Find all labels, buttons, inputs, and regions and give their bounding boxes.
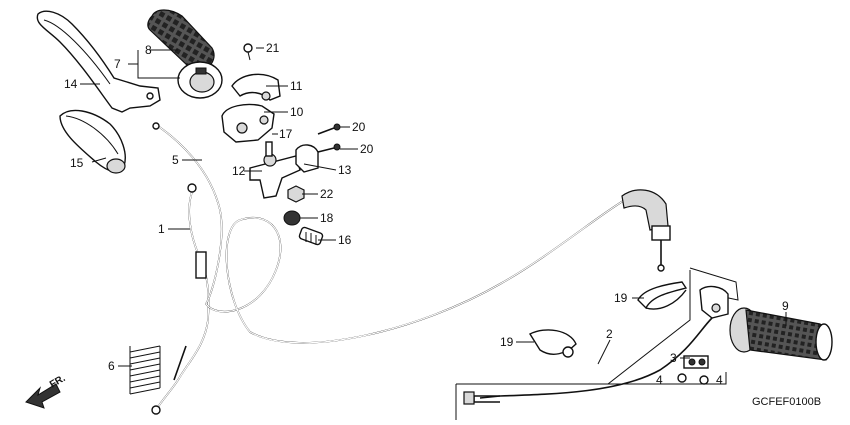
callout-18: 18: [320, 211, 334, 225]
switch-housing-upper: [231, 73, 281, 101]
callout-11: 11: [290, 79, 303, 93]
callout-8: 8: [145, 43, 152, 57]
throttle-cable: [152, 122, 629, 344]
callout-5: 5: [172, 153, 179, 167]
front-direction-arrow: FR.: [25, 373, 68, 409]
cable-band-19b: [528, 329, 577, 358]
throttle-elbow: [621, 189, 671, 272]
callout-19b: 19: [500, 335, 514, 349]
throttle-cap: [295, 144, 319, 173]
callout-17: 17: [279, 127, 293, 141]
callout-15: 15: [70, 156, 84, 170]
switch-housing-lower: [221, 103, 275, 143]
callout-9: 9: [782, 299, 789, 313]
spring: [129, 345, 161, 395]
callout-6: 6: [108, 359, 115, 373]
callouts: 8 7 14 15 5 1 6 21 11 10 20 20 17 12 13 …: [64, 41, 789, 387]
left-grip: [147, 9, 223, 99]
callout-3: 3: [670, 351, 677, 365]
nut-22: [287, 185, 305, 203]
callout-20b: 20: [360, 142, 374, 156]
callout-12: 12: [232, 164, 246, 178]
adjuster-16: [298, 226, 324, 246]
callout-4a: 4: [656, 373, 663, 387]
callout-16: 16: [338, 233, 352, 247]
right-grip: [729, 307, 833, 361]
callout-7: 7: [114, 57, 121, 71]
callout-14: 14: [64, 77, 78, 91]
screw-20a: [317, 123, 341, 135]
throttle-housing-right: [689, 267, 739, 319]
screw-21: [243, 43, 253, 61]
callout-21: 21: [266, 41, 280, 55]
callout-2: 2: [606, 327, 613, 341]
switch: [683, 355, 709, 369]
callout-20a: 20: [352, 120, 366, 134]
lever-cover: [59, 109, 126, 174]
cable-band-19a: [637, 281, 688, 310]
figure-code: GCFEF0100B: [752, 396, 821, 408]
fr-label: FR.: [48, 373, 68, 391]
callout-1: 1: [158, 222, 165, 236]
screw-4a: [677, 373, 687, 383]
lever-holder: [249, 141, 301, 199]
switch-wire: [455, 270, 727, 420]
clutch-lever: [36, 10, 161, 113]
screw-4b: [699, 375, 709, 385]
callout-19a: 19: [614, 291, 628, 305]
callout-10: 10: [290, 105, 304, 119]
callout-22: 22: [320, 187, 334, 201]
callout-13: 13: [338, 163, 352, 177]
adjuster-18: [283, 210, 301, 226]
callout-4b: 4: [716, 373, 723, 387]
screw-20b: [317, 143, 341, 153]
leader-lines: [80, 47, 787, 367]
clutch-cable: [151, 183, 210, 415]
